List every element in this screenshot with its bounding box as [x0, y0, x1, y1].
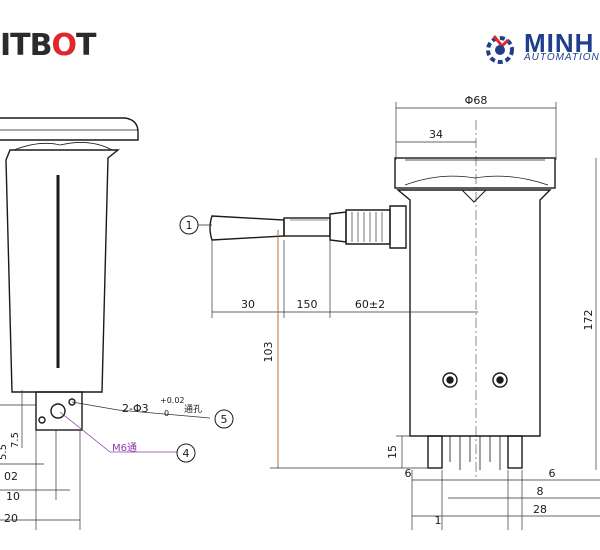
dim-1: 1 — [435, 514, 442, 527]
brand-name: MINH — [524, 28, 595, 58]
callout-5-label: 5 — [221, 413, 228, 426]
right-view-body — [394, 120, 556, 480]
dim-6a: 6 — [405, 467, 412, 480]
dim-7-5: 7.5 — [10, 432, 21, 448]
dim-103: 103 — [262, 342, 275, 363]
dim-60: 60±2 — [355, 298, 385, 311]
m6-note: M6通 — [112, 442, 137, 454]
dim-28: 28 — [533, 503, 547, 516]
callout-1 — [179, 215, 199, 235]
hole-tol-upper: +0.02 — [160, 396, 185, 405]
dim-172: 172 — [582, 310, 595, 331]
dim-02: 02 — [4, 470, 18, 483]
dim-15: 15 — [386, 445, 399, 459]
dim-30: 30 — [241, 298, 255, 311]
brand-tagline: AUTOMATION — [524, 52, 600, 63]
dim-34: 34 — [429, 128, 443, 141]
callout-4-label: 4 — [183, 447, 190, 460]
dim-10: 10 — [6, 490, 20, 503]
handle-assembly — [209, 205, 407, 249]
callout-5 — [214, 409, 234, 429]
callout-4 — [176, 443, 196, 463]
hole-tol-lower: 0 — [164, 409, 169, 418]
minh-automation-logo: MINH AUTOMATION — [480, 28, 600, 68]
dim-phi68: Φ68 — [465, 94, 488, 107]
dim-5-5: 5.5 — [0, 444, 9, 460]
itbot-logo: ITBOT — [0, 28, 97, 63]
left-view-body — [0, 117, 139, 431]
dim-6b: 6 — [549, 467, 556, 480]
hole-spec: 2-Φ3 — [122, 402, 149, 415]
hole-note: 通孔 — [184, 404, 202, 415]
dim-20: 20 — [4, 512, 18, 525]
callout-1-label: 1 — [186, 219, 193, 232]
gear-robot-icon — [486, 35, 514, 64]
dim-150: 150 — [297, 298, 318, 311]
dim-8: 8 — [537, 485, 544, 498]
